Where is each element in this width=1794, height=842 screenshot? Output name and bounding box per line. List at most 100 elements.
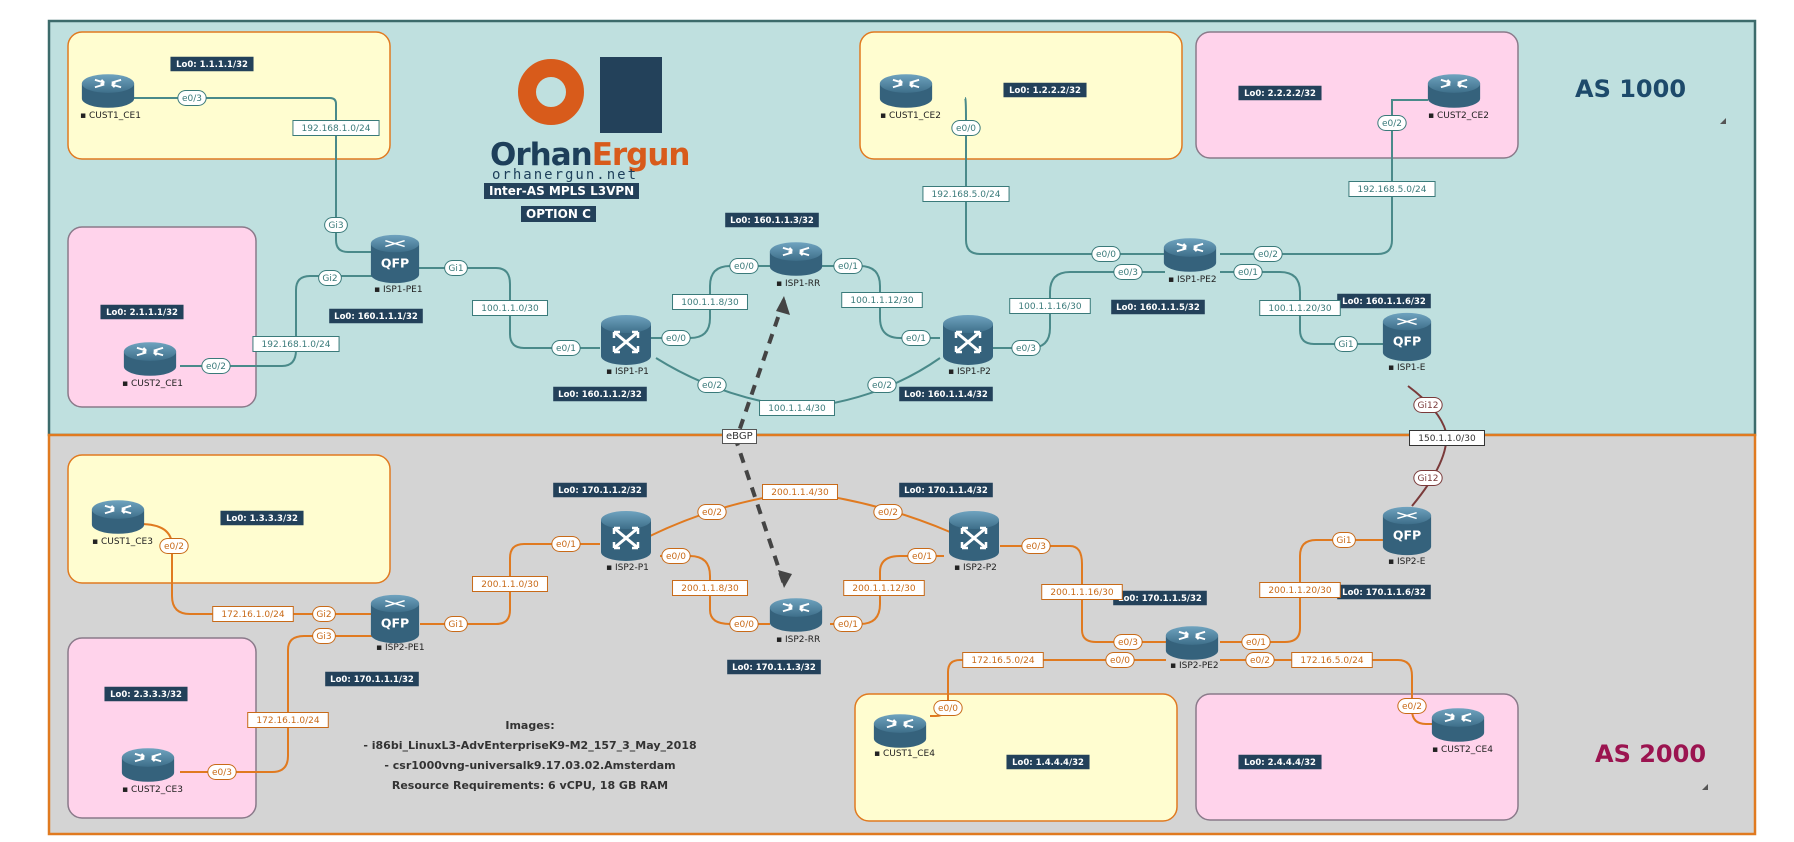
svg-text:Lo0: 160.1.1.2/32: Lo0: 160.1.1.2/32 bbox=[558, 390, 642, 400]
isp1-pe1-loopback: Lo0: 160.1.1.1/32 bbox=[329, 308, 423, 324]
svg-text:200.1.1.12/30: 200.1.1.12/30 bbox=[852, 584, 915, 594]
subnet-s21-label: 172.16.5.0/24 bbox=[1291, 652, 1373, 668]
isp1-pe1-router-icon[interactable] bbox=[370, 234, 420, 284]
svg-text:e0/3: e0/3 bbox=[1016, 344, 1036, 354]
iface-e03-25-label: e0/3 bbox=[207, 764, 237, 780]
cust1-ce2-router-icon[interactable] bbox=[878, 73, 934, 109]
iface-e02-41-label: e0/2 bbox=[1397, 698, 1427, 714]
isp1-rr-loopback: Lo0: 160.1.1.3/32 bbox=[725, 212, 819, 228]
cust2-ce2-router-icon[interactable] bbox=[1426, 73, 1482, 109]
svg-text:Lo0: 2.1.1.1/32: Lo0: 2.1.1.1/32 bbox=[106, 308, 178, 318]
subnet-s9-label: 100.1.1.16/30 bbox=[1009, 298, 1091, 314]
isp2-p2-router-icon[interactable] bbox=[947, 509, 1001, 563]
cust1-ce4-router-icon[interactable] bbox=[872, 713, 928, 749]
logo-e-mark bbox=[600, 57, 662, 133]
iface-gi12-20-label: Gi12 bbox=[1413, 397, 1443, 413]
iface-e03-34-label: e0/3 bbox=[1021, 538, 1051, 554]
svg-text:e0/1: e0/1 bbox=[556, 344, 576, 354]
svg-text:Lo0: 170.1.1.2/32: Lo0: 170.1.1.2/32 bbox=[558, 486, 642, 496]
svg-text:e0/2: e0/2 bbox=[702, 381, 722, 391]
svg-text:172.16.1.0/24: 172.16.1.0/24 bbox=[256, 716, 319, 726]
svg-text:Lo0: 160.1.1.6/32: Lo0: 160.1.1.6/32 bbox=[1342, 297, 1426, 307]
cust1-ce1-loopback: Lo0: 1.1.1.1/32 bbox=[170, 56, 254, 72]
isp1-p1-label: ▪ ISP1-P1 bbox=[606, 367, 649, 377]
cust2-ce4-label: ▪ CUST2_CE4 bbox=[1432, 745, 1493, 755]
logo-domain: orhanergun.net bbox=[492, 167, 639, 183]
subnet-s15-label: 200.1.1.12/30 bbox=[843, 580, 925, 596]
svg-text:Gi3: Gi3 bbox=[328, 221, 343, 231]
svg-text:192.168.5.0/24: 192.168.5.0/24 bbox=[1358, 185, 1427, 195]
svg-text:Gi2: Gi2 bbox=[316, 610, 331, 620]
svg-text:e0/0: e0/0 bbox=[734, 262, 754, 272]
svg-text:Lo0: 170.1.1.5/32: Lo0: 170.1.1.5/32 bbox=[1118, 594, 1202, 604]
diagram-title: Inter-AS MPLS L3VPN bbox=[484, 183, 640, 199]
iface-gi2-23-label: Gi2 bbox=[312, 606, 336, 622]
svg-text:e0/3: e0/3 bbox=[1026, 542, 1046, 552]
svg-text:e0/0: e0/0 bbox=[1110, 656, 1130, 666]
svg-text:192.168.5.0/24: 192.168.5.0/24 bbox=[932, 190, 1001, 200]
subnet-s7-label: 192.168.5.0/24 bbox=[922, 186, 1010, 202]
isp2-pe2-label: ▪ ISP2-PE2 bbox=[1170, 661, 1219, 671]
isp1-p2-router-icon[interactable] bbox=[941, 313, 995, 367]
svg-text:Lo0: 1.4.4.4/32: Lo0: 1.4.4.4/32 bbox=[1012, 758, 1084, 768]
subnet-s10-label: 100.1.1.20/30 bbox=[1259, 300, 1341, 316]
svg-text:Gi3: Gi3 bbox=[316, 632, 331, 642]
isp2-rr-label: ▪ ISP2-RR bbox=[776, 635, 820, 645]
svg-text:e0/1: e0/1 bbox=[1246, 638, 1266, 648]
svg-text:Gi12: Gi12 bbox=[1418, 474, 1439, 484]
isp2-pe1-label: ▪ ISP2-PE1 bbox=[376, 643, 425, 653]
isp2-pe1-router-icon[interactable] bbox=[370, 594, 420, 644]
isp1-pe2-router-icon[interactable] bbox=[1162, 237, 1218, 273]
iface-gi3-24-label: Gi3 bbox=[312, 628, 336, 644]
iface-e03-12-label: e0/3 bbox=[1011, 340, 1041, 356]
isp2-p2-label: ▪ ISP2-P2 bbox=[954, 563, 997, 573]
iface-e00-6-label: e0/0 bbox=[661, 330, 691, 346]
subnet-s8-label: 192.168.5.0/24 bbox=[1348, 181, 1436, 197]
isp2-pe2-loopback: Lo0: 170.1.1.5/32 bbox=[1113, 590, 1207, 606]
cust1-ce1-router-icon[interactable] bbox=[80, 73, 136, 109]
svg-text:192.168.1.0/24: 192.168.1.0/24 bbox=[302, 124, 371, 134]
cust2-ce4-router-icon[interactable] bbox=[1430, 707, 1486, 743]
isp2-pe2-router-icon[interactable] bbox=[1164, 625, 1220, 661]
iface-e00-38-label: e0/0 bbox=[1105, 652, 1135, 668]
images-note: Images: - i86bi_LinuxL3-AdvEnterpriseK9-… bbox=[360, 716, 700, 796]
cust1-ce3-router-icon[interactable] bbox=[90, 499, 146, 535]
svg-text:Gi12: Gi12 bbox=[1418, 401, 1439, 411]
svg-text:e0/1: e0/1 bbox=[556, 540, 576, 550]
cust2-ce3-loopback: Lo0: 2.3.3.3/32 bbox=[104, 686, 188, 702]
iface-e02-14-label: e0/2 bbox=[1377, 115, 1407, 131]
iface-e02-30-label: e0/2 bbox=[873, 504, 903, 520]
isp2-e-router-icon[interactable] bbox=[1382, 506, 1432, 556]
cust2-ce1-router-icon[interactable] bbox=[122, 341, 178, 377]
isp2-rr-router-icon[interactable] bbox=[768, 597, 824, 633]
isp2-p1-label: ▪ ISP2-P1 bbox=[606, 563, 649, 573]
cust1-ce1-label: ▪ CUST1_CE1 bbox=[80, 111, 141, 121]
svg-text:e0/2: e0/2 bbox=[206, 362, 226, 372]
svg-text:e0/2: e0/2 bbox=[164, 542, 184, 552]
iface-e01-33-label: e0/1 bbox=[907, 548, 937, 564]
isp1-pe1-label: ▪ ISP1-PE1 bbox=[374, 285, 423, 295]
svg-text:e0/0: e0/0 bbox=[666, 334, 686, 344]
svg-text:Lo0: 1.1.1.1/32: Lo0: 1.1.1.1/32 bbox=[176, 60, 248, 70]
iface-gi1-19-label: Gi1 bbox=[1334, 336, 1358, 352]
subnet-s18-label: 172.16.1.0/24 bbox=[212, 606, 294, 622]
svg-text:e0/3: e0/3 bbox=[212, 768, 232, 778]
isp1-rr-router-icon[interactable] bbox=[768, 241, 824, 277]
svg-text:100.1.1.0/30: 100.1.1.0/30 bbox=[481, 304, 539, 314]
cust2-ce3-router-icon[interactable] bbox=[120, 747, 176, 783]
as2000-title: AS 2000 bbox=[1595, 740, 1707, 768]
iface-e02-17-label: e0/2 bbox=[1253, 246, 1283, 262]
orhanergun-logo: OrhanErgun orhanergun.net bbox=[490, 55, 690, 185]
iface-gi12-21-label: Gi12 bbox=[1413, 470, 1443, 486]
isp1-p1-router-icon[interactable] bbox=[599, 313, 653, 367]
subnet-s20-label: 172.16.5.0/24 bbox=[962, 652, 1044, 668]
iface-gi1-35-label: Gi1 bbox=[1332, 532, 1356, 548]
iface-gi3-1-label: Gi3 bbox=[324, 217, 348, 233]
svg-text:Lo0: 160.1.1.1/32: Lo0: 160.1.1.1/32 bbox=[334, 312, 418, 322]
isp1-e-router-icon[interactable] bbox=[1382, 312, 1432, 362]
iface-e02-39-label: e0/2 bbox=[1245, 652, 1275, 668]
svg-text:e0/0: e0/0 bbox=[956, 124, 976, 134]
isp2-p1-router-icon[interactable] bbox=[599, 509, 653, 563]
